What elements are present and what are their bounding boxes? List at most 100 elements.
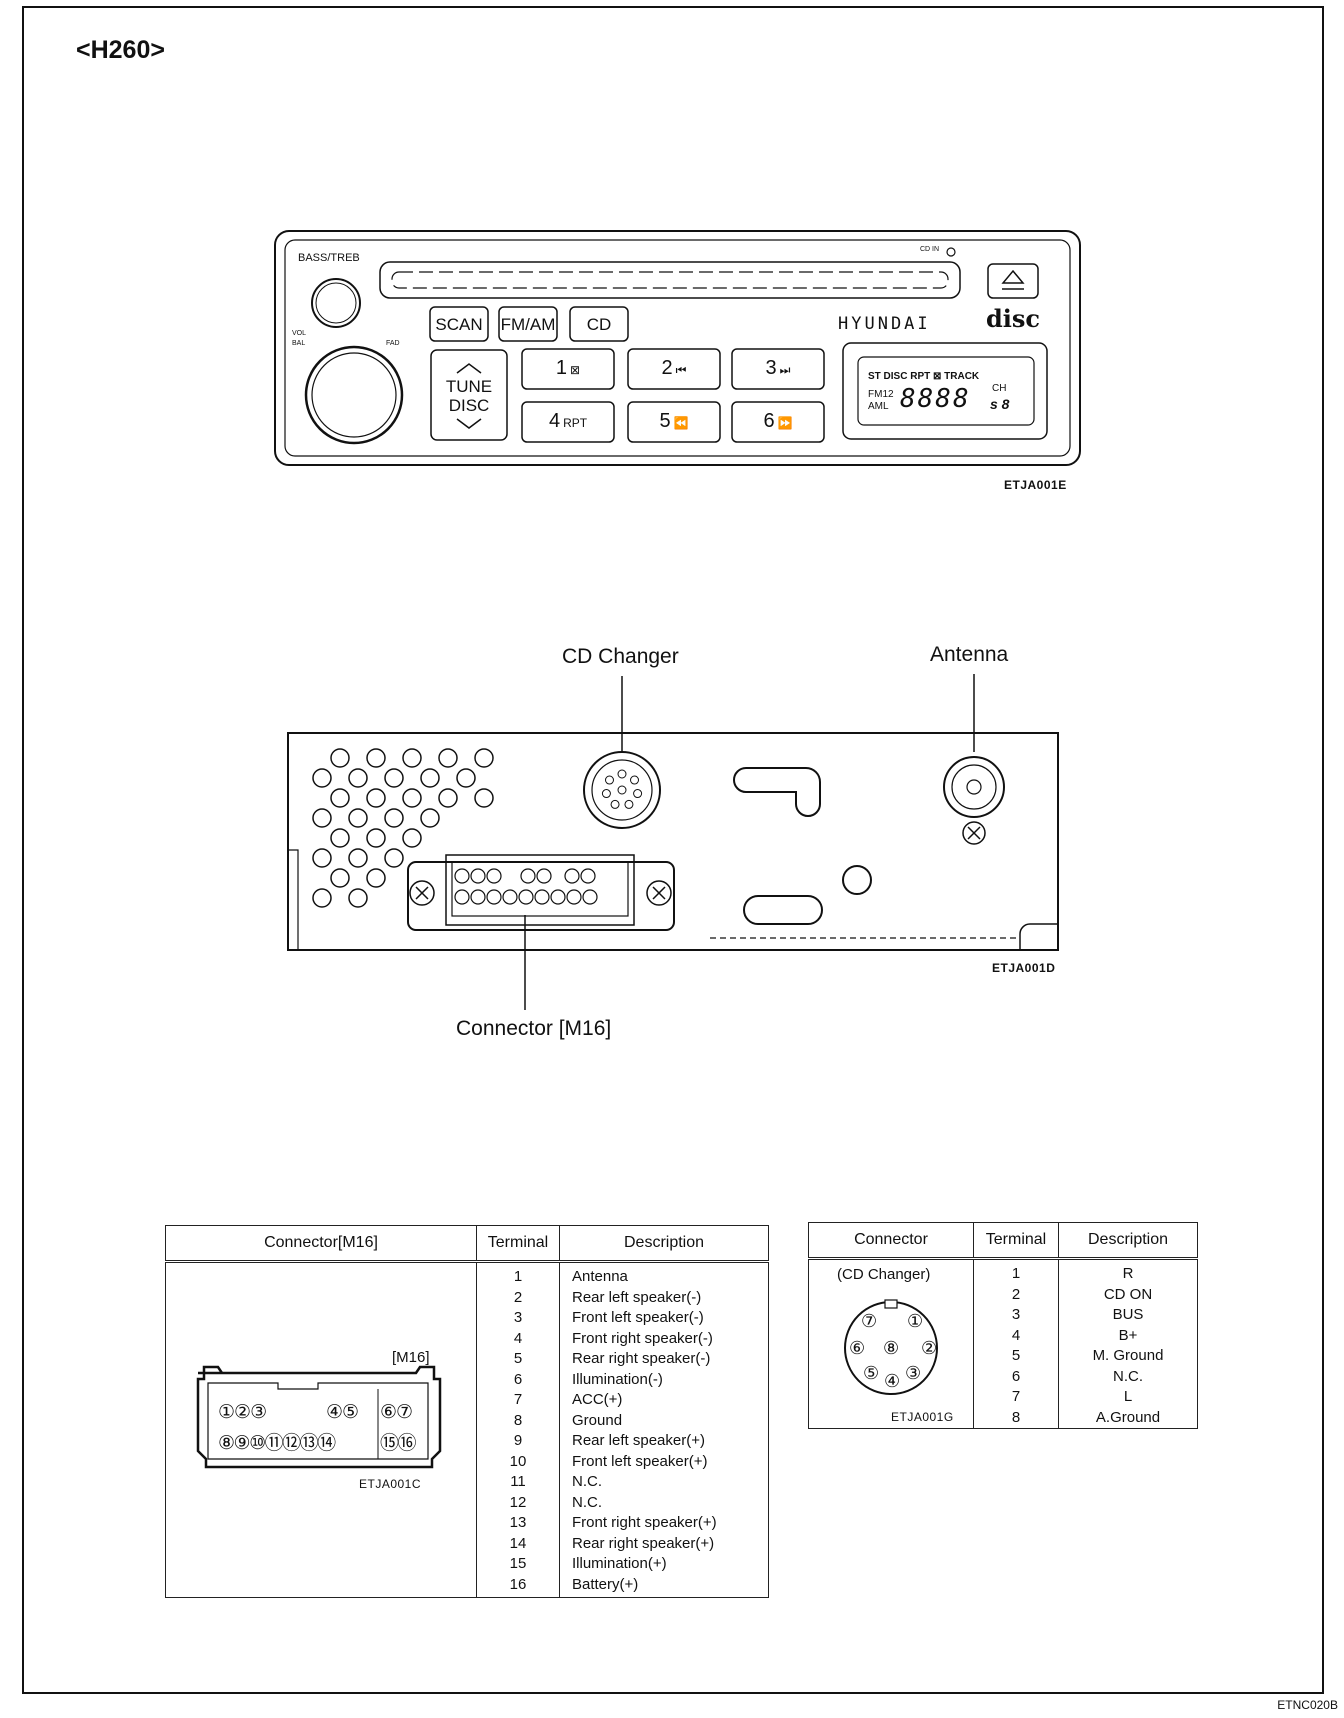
m16-description: N.C. — [572, 1493, 602, 1511]
antenna-socket-pin — [966, 779, 982, 795]
scan-button[interactable]: SCAN — [435, 315, 483, 334]
figure-code-rear: ETJA001D — [992, 961, 1056, 975]
vent-hole — [312, 768, 332, 788]
cd-terminal: 5 — [1011, 1347, 1021, 1364]
preset-5-button[interactable]: 5⏪ — [659, 410, 689, 432]
cd-pin-3: ③ — [905, 1363, 922, 1383]
m16-description: N.C. — [572, 1473, 602, 1490]
fm-am-button[interactable]: FM/AM — [500, 315, 556, 334]
vent-hole — [330, 828, 350, 848]
vent-hole — [474, 788, 494, 808]
m16-terminal: 16 — [509, 1575, 527, 1593]
m16-description: Front left speaker(+) — [572, 1452, 708, 1470]
tune-label[interactable]: TUNE — [445, 377, 493, 396]
vent-hole — [402, 828, 422, 848]
m16-terminal: 13 — [509, 1514, 527, 1531]
m16-rear-pin — [550, 889, 566, 905]
m16-rear-pin — [534, 889, 550, 905]
cd-pin-4: ④ — [884, 1371, 901, 1391]
vent-hole — [348, 768, 368, 788]
m16-terminal: 6 — [513, 1370, 523, 1388]
vent-hole — [330, 748, 350, 768]
m16-pins-6-7: ⑥⑦ — [380, 1402, 413, 1423]
cd-slot — [391, 271, 949, 289]
preset-3-button[interactable]: 3⏭ — [765, 357, 791, 379]
cd-socket-pin — [633, 789, 643, 799]
preset-6-box — [731, 401, 825, 443]
cd-socket-pin — [624, 799, 634, 809]
m16-terminal: 12 — [509, 1493, 527, 1511]
m16-col-description: Description — [559, 1225, 769, 1263]
cd-pin-5: ⑤ — [863, 1363, 880, 1383]
preset-5-box — [627, 401, 721, 443]
cd-terminal: 3 — [1011, 1306, 1021, 1323]
cd-button[interactable]: CD — [586, 315, 612, 334]
cd-changer-terminal-table: Connector Terminal Description (CD Chang… — [808, 1222, 1198, 1429]
preset-2-button[interactable]: 2⏮ — [661, 357, 687, 379]
m16-col-connector: Connector[M16] — [165, 1225, 477, 1263]
vent-hole — [402, 788, 422, 808]
cd-col-terminal: Terminal — [973, 1222, 1059, 1260]
m16-rear-pin — [566, 889, 582, 905]
cd-socket-pin — [617, 785, 627, 795]
page-label: <H260> — [76, 36, 165, 64]
m16-terminal: 9 — [513, 1432, 523, 1449]
antenna-label: Antenna — [930, 643, 1009, 666]
cd-changer-socket-inner — [591, 759, 653, 821]
m16-rear-pin — [580, 868, 596, 884]
m16-terminal: 1 — [513, 1268, 523, 1285]
m16-rear-pin — [564, 868, 580, 884]
cd-description: CD ON — [1103, 1285, 1153, 1303]
m16-rear-pin — [470, 889, 486, 905]
bal-label: BAL — [292, 340, 306, 347]
vent-hole — [312, 808, 332, 828]
cd-pin-7: ⑦ — [861, 1311, 878, 1331]
cd-in-led — [946, 247, 956, 257]
vent-hole — [366, 748, 386, 768]
bass-treb-label: BASS/TREB — [298, 252, 360, 264]
m16-rear-pin — [454, 868, 470, 884]
m16-terminal: 4 — [513, 1329, 523, 1347]
connector-m16-label: Connector [M16] — [456, 1017, 612, 1040]
cd-description: N.C. — [1113, 1367, 1143, 1385]
preset-1-button[interactable]: 1⊠ — [555, 357, 581, 379]
volume-knob — [304, 345, 404, 445]
head-unit-inner — [284, 239, 1071, 457]
cd-terminal: 8 — [1011, 1408, 1021, 1426]
m16-face — [451, 861, 629, 917]
head-unit-outer — [274, 230, 1081, 466]
display-tail: s 8 — [990, 396, 1010, 412]
cd-changer-socket — [583, 751, 661, 829]
m16-pins-8-14: ⑧⑨⑩⑪⑫⑬⑭ — [218, 1433, 336, 1454]
m16-description: ACC(+) — [572, 1391, 623, 1408]
preset-4-box — [521, 401, 615, 443]
cd-description: B+ — [1118, 1326, 1138, 1344]
cd-description: M. Ground — [1092, 1347, 1164, 1364]
m16-housing — [445, 854, 635, 926]
footer-code: ETNC020B — [1277, 1698, 1338, 1712]
cd-socket-pins — [601, 769, 643, 809]
figure-code-cd: ETJA001G — [891, 1410, 954, 1424]
m16-rear-pin — [486, 889, 502, 905]
tune-down-arrow — [456, 418, 482, 429]
vent-hole — [366, 788, 386, 808]
antenna-socket-ring — [951, 764, 997, 810]
m16-diagram-cell: [M16] ①②③ ④⑤ ⑥⑦ ⑧⑨⑩⑪⑫⑬⑭ ⑮⑯ ETJA001C — [165, 1261, 477, 1598]
display-outer — [842, 342, 1048, 440]
mount-slot-upper — [733, 767, 821, 817]
preset-3-box — [731, 348, 825, 390]
m16-screw-left — [409, 880, 435, 906]
m16-rear-pin — [470, 868, 486, 884]
cd-terminal-column: 1 2 3 4 5 6 7 8 — [973, 1258, 1059, 1429]
disc-label[interactable]: DISC — [448, 396, 490, 415]
vent-hole — [330, 868, 350, 888]
display-am: AML — [868, 401, 889, 412]
cd-socket-pin — [617, 769, 627, 779]
cd-diagram-cell: (CD Changer) ⑦ ① ⑥ ⑧ ② ⑤ ④ ③ ETJA001G — [808, 1258, 974, 1429]
m16-description: Rear left speaker(+) — [572, 1432, 705, 1449]
bass-knob-inner — [315, 282, 357, 324]
m16-description: Front right speaker(+) — [572, 1514, 717, 1531]
cd-socket-pin — [630, 775, 640, 785]
preset-6-button[interactable]: 6⏩ — [763, 410, 793, 432]
